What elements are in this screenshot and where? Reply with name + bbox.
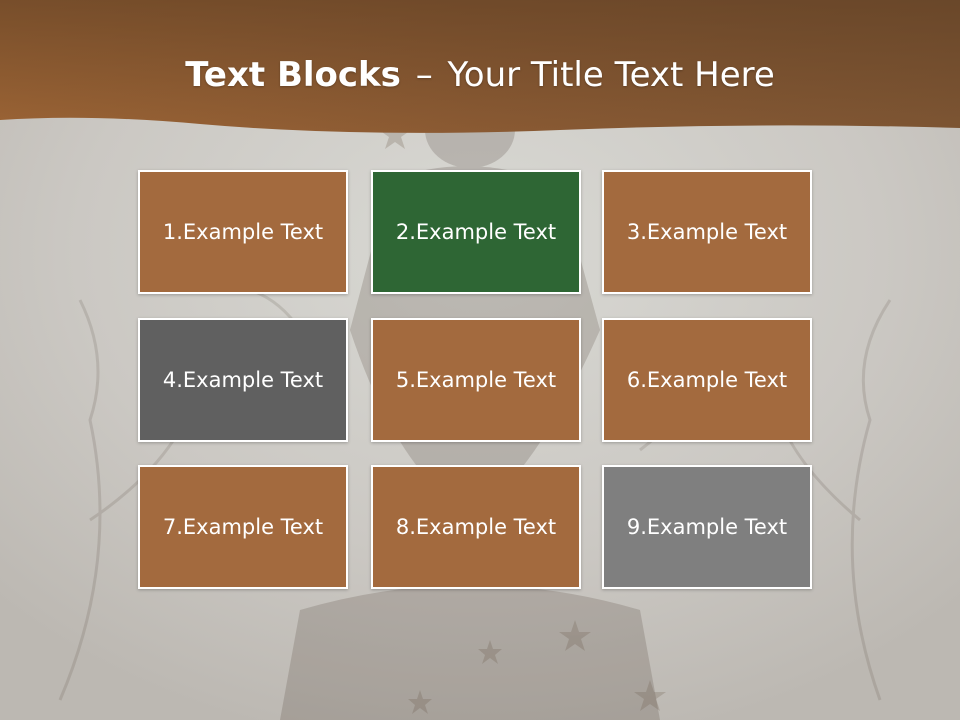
text-block-2[interactable]: 2.Example Text: [371, 170, 581, 294]
text-block-label: 1.Example Text: [162, 220, 324, 244]
text-block-label: 2.Example Text: [395, 220, 557, 244]
text-block-9[interactable]: 9.Example Text: [602, 465, 812, 589]
text-block-5[interactable]: 5.Example Text: [371, 318, 581, 442]
text-block-8[interactable]: 8.Example Text: [371, 465, 581, 589]
text-block-3[interactable]: 3.Example Text: [602, 170, 812, 294]
page-title: Text Blocks – Your Title Text Here: [0, 52, 960, 98]
text-block-label: 5.Example Text: [395, 368, 557, 392]
text-block-6[interactable]: 6.Example Text: [602, 318, 812, 442]
text-block-4[interactable]: 4.Example Text: [138, 318, 348, 442]
text-block-7[interactable]: 7.Example Text: [138, 465, 348, 589]
text-block-label: 3.Example Text: [626, 220, 788, 244]
text-block-label: 4.Example Text: [162, 368, 324, 392]
text-block-1[interactable]: 1.Example Text: [138, 170, 348, 294]
text-blocks-grid: 1.Example Text 2.Example Text 3.Example …: [138, 170, 816, 594]
text-block-label: 7.Example Text: [162, 515, 324, 539]
text-block-label: 8.Example Text: [395, 515, 557, 539]
text-block-label: 9.Example Text: [626, 515, 788, 539]
title-bold: Text Blocks: [185, 55, 401, 95]
header-banner: [0, 0, 960, 133]
title-regular: Your Title Text Here: [447, 55, 775, 95]
title-separator: –: [415, 55, 433, 95]
text-block-label: 6.Example Text: [626, 368, 788, 392]
